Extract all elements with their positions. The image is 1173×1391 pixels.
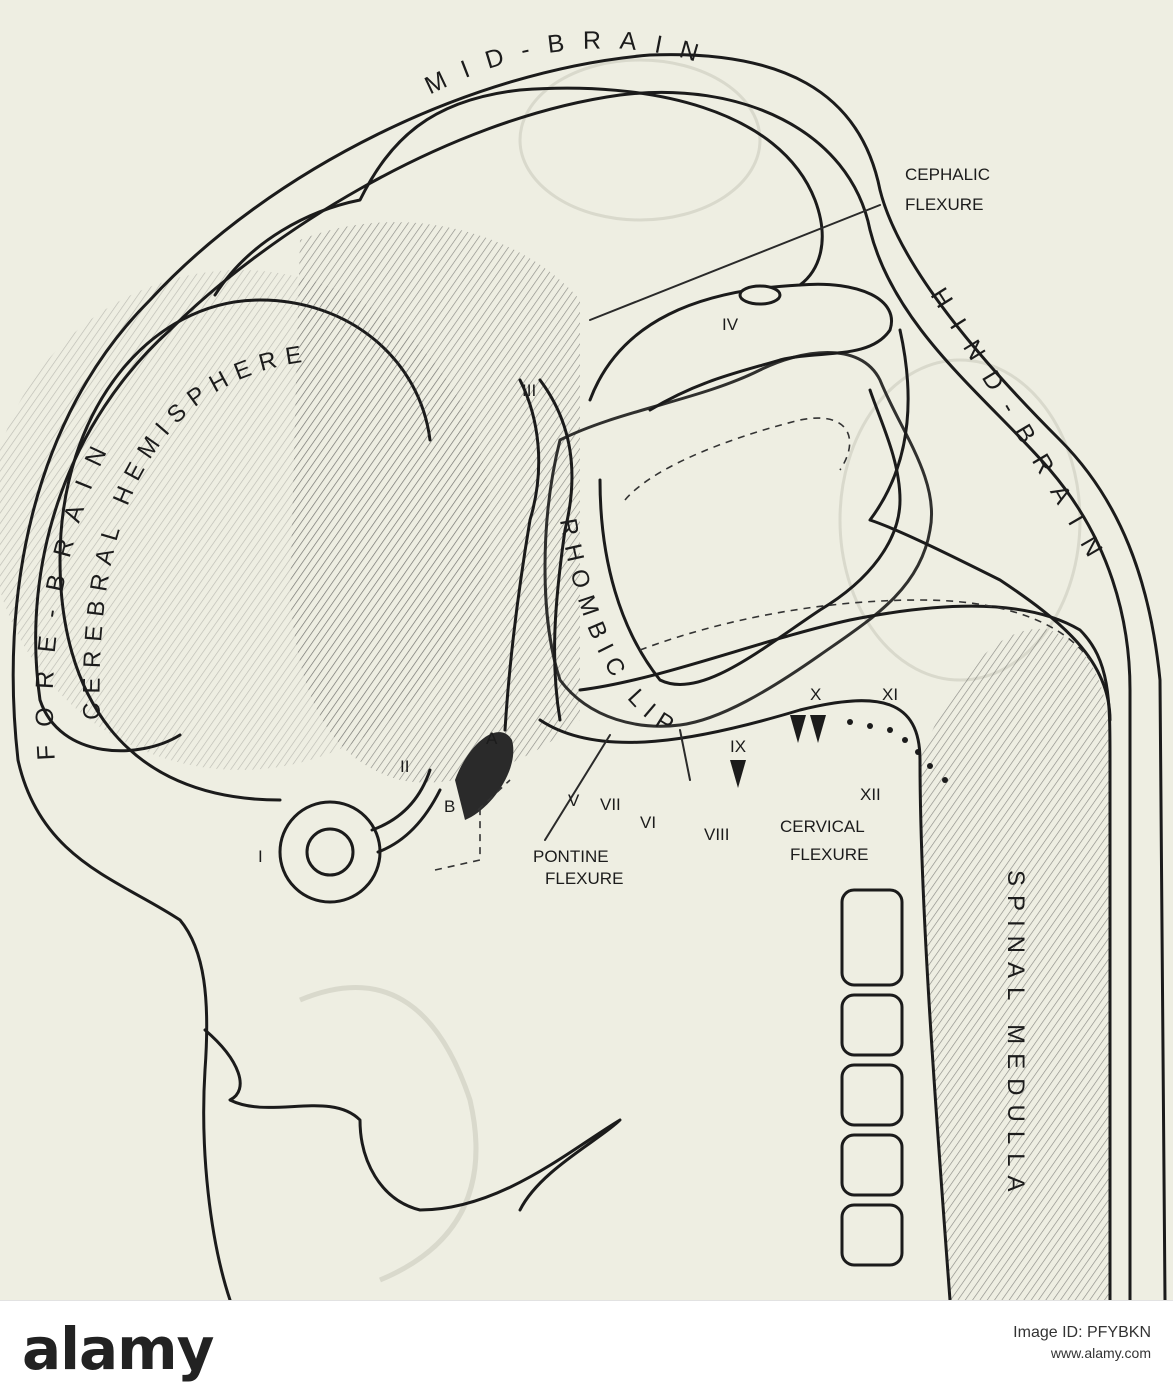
embryo-brain-diagram: MID-BRAIN FORE-BRAIN HIND-BRAIN CEREBRAL… (0, 26, 1167, 1300)
nerve-XII: XII (860, 785, 881, 804)
label-pontine-2: FLEXURE (545, 869, 623, 888)
label-hind-brain: HIND-BRAIN (925, 283, 1117, 577)
nerve-III: III (522, 381, 536, 400)
nerve-roots (730, 715, 948, 788)
diagram-svg: MID-BRAIN FORE-BRAIN HIND-BRAIN CEREBRAL… (0, 26, 1167, 1300)
background-ghost (299, 58, 1082, 1283)
vertebrae (840, 888, 904, 1267)
midbrain-dome (213, 86, 824, 297)
image-id: Image ID: PFYBKN (1013, 1324, 1151, 1341)
nerve-XI: XI (882, 685, 898, 704)
label-cervical-1: CERVICAL (780, 817, 865, 836)
watermark-banner: alamy Image ID: PFYBKN www.alamy.com (0, 1300, 1173, 1391)
hypophysis (455, 732, 514, 820)
head-outline (11, 53, 1167, 1300)
cephalic-loop (588, 282, 893, 412)
letter-A: A (486, 729, 498, 748)
leader-lines (434, 204, 881, 871)
infundibulum (503, 378, 541, 732)
fourth-ventricle (738, 284, 782, 306)
nerve-IV: IV (722, 315, 739, 334)
label-cephalic-1: CEPHALIC (905, 165, 990, 184)
nerve-VIII: VIII (704, 825, 730, 844)
rhombic-inner (598, 388, 902, 687)
nerve-X: X (810, 685, 821, 704)
forebrain-mass (290, 222, 580, 783)
nerve-VII: VII (600, 795, 621, 814)
alamy-logo: alamy (22, 1315, 214, 1383)
label-spinal-medulla: SPINAL MEDULLA (1002, 870, 1029, 1201)
label-pontine-1: PONTINE (533, 847, 609, 866)
nerve-VI: VI (640, 813, 656, 832)
rhombic-body (543, 351, 933, 728)
nerve-IX: IX (730, 737, 746, 756)
spinal-fill (920, 628, 1110, 1300)
hindbrain-roof (868, 328, 1112, 722)
optic-cup (278, 768, 442, 904)
label-cervical-2: FLEXURE (790, 845, 868, 864)
nerve-V: V (568, 791, 580, 810)
watermark-meta: Image ID: PFYBKN www.alamy.com (1013, 1323, 1151, 1363)
infundibulum-2 (538, 378, 574, 722)
nerve-II: II (400, 757, 409, 776)
site-url: www.alamy.com (1050, 1345, 1151, 1361)
label-cephalic-2: FLEXURE (905, 195, 983, 214)
letter-B: B (444, 797, 455, 816)
rhombic-dashed (624, 417, 851, 501)
nerve-I: I (258, 847, 263, 866)
spinal-cord (538, 599, 1112, 1300)
face-outline (203, 1028, 622, 1212)
